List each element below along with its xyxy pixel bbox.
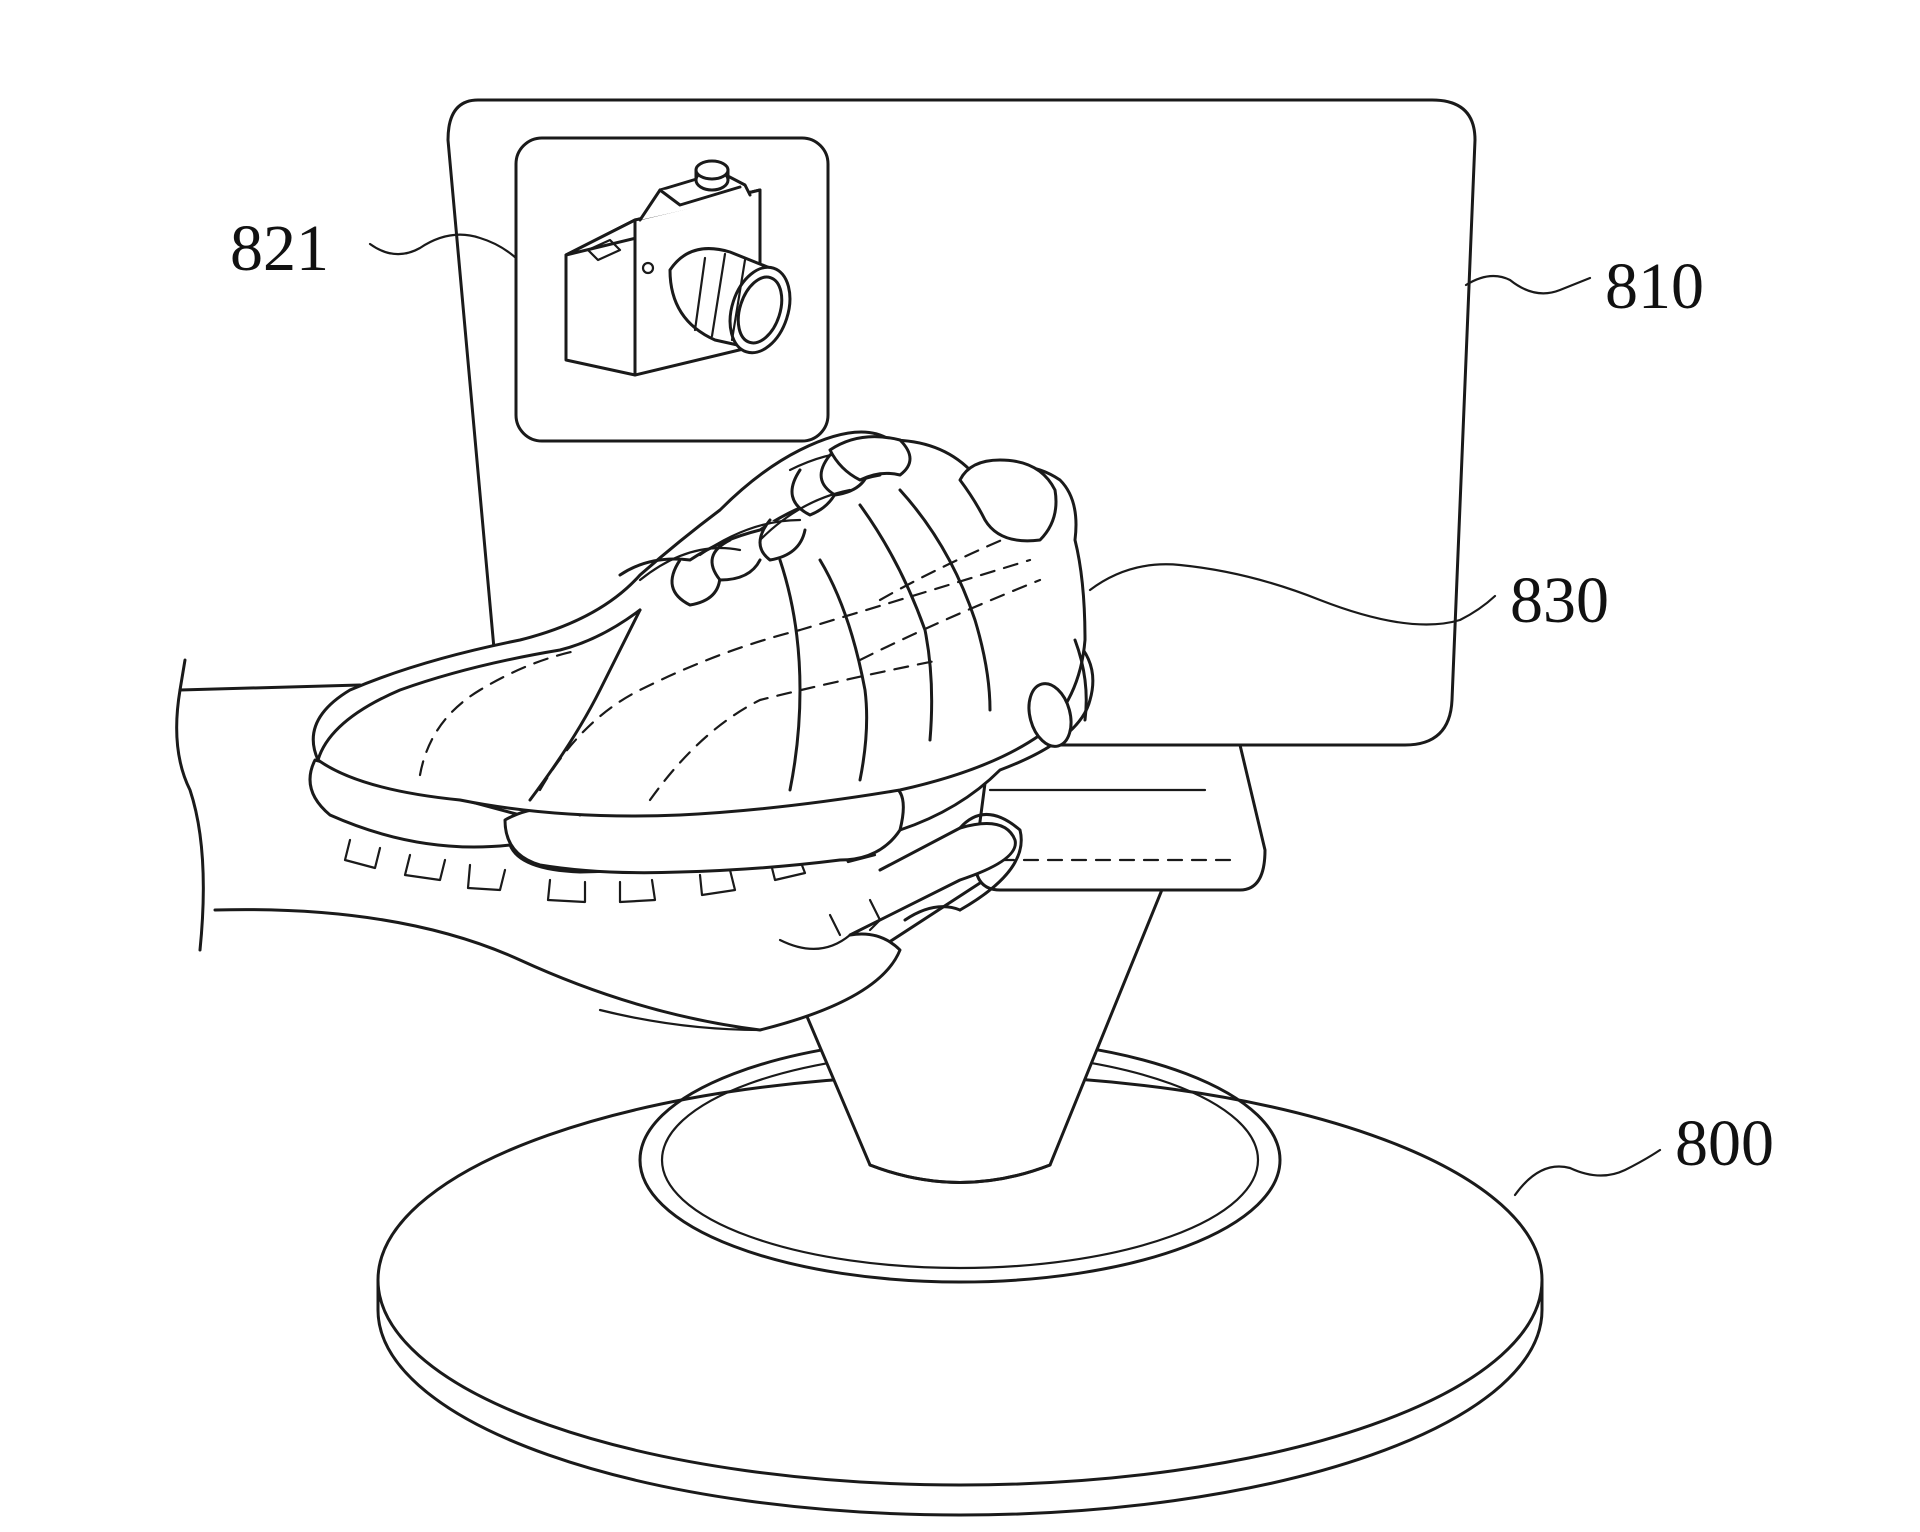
label-830: 830 <box>1510 564 1609 637</box>
shoe-icon <box>308 430 1095 937</box>
label-800: 800 <box>1675 1107 1774 1180</box>
screen-bracket <box>973 743 1267 892</box>
leader-810 <box>1464 274 1592 295</box>
leader-830 <box>1088 563 1497 626</box>
leader-821 <box>368 233 518 260</box>
label-821: 821 <box>230 212 329 285</box>
label-810: 810 <box>1605 250 1704 323</box>
leader-800 <box>1513 1148 1662 1197</box>
hand-icon <box>175 658 1023 1032</box>
leader-lines <box>368 233 1662 1197</box>
camera-icon <box>564 159 792 377</box>
